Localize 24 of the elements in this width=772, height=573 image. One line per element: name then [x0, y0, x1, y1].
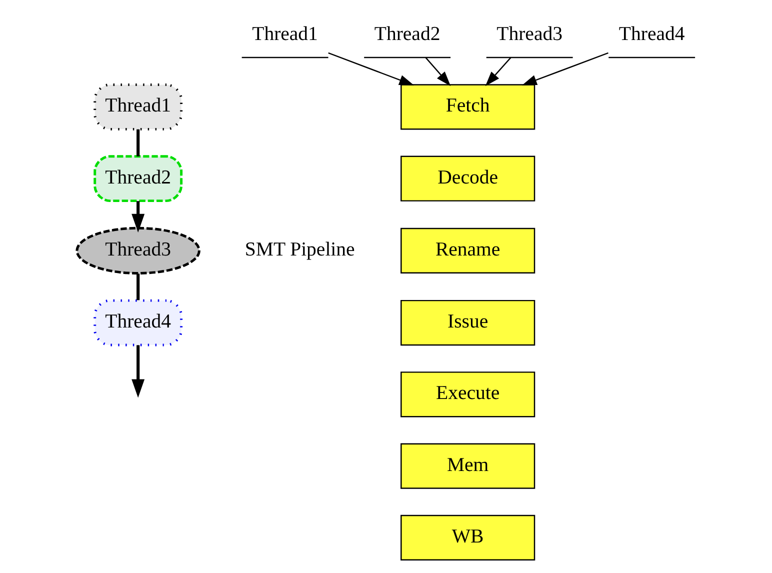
node-text: Thread3 — [496, 23, 562, 46]
arrow — [485, 57, 512, 86]
node-box: Thread4 — [94, 299, 183, 346]
node-box: Execute — [400, 372, 536, 418]
node-text: Thread2 — [374, 23, 440, 46]
arrow — [328, 52, 414, 86]
node-box: Thread1 — [94, 83, 183, 130]
node-text: Thread1 — [252, 23, 318, 46]
node-box: Thread2 — [94, 155, 183, 202]
arrow — [522, 52, 608, 86]
node-ellipse: Thread3 — [76, 226, 200, 274]
connector — [136, 129, 140, 156]
node-text: Thread4 — [618, 23, 685, 46]
node-box: Fetch — [400, 84, 536, 130]
connector — [136, 274, 140, 300]
node-box: Rename — [400, 228, 536, 274]
node-box: WB — [400, 514, 536, 561]
node-box: Mem — [400, 443, 536, 489]
node-box: Issue — [400, 300, 536, 346]
arrow — [132, 345, 145, 398]
label: SMT Pipeline — [244, 238, 355, 260]
node-box: Decode — [400, 156, 536, 202]
arrow — [132, 201, 145, 232]
arrow — [425, 57, 451, 86]
